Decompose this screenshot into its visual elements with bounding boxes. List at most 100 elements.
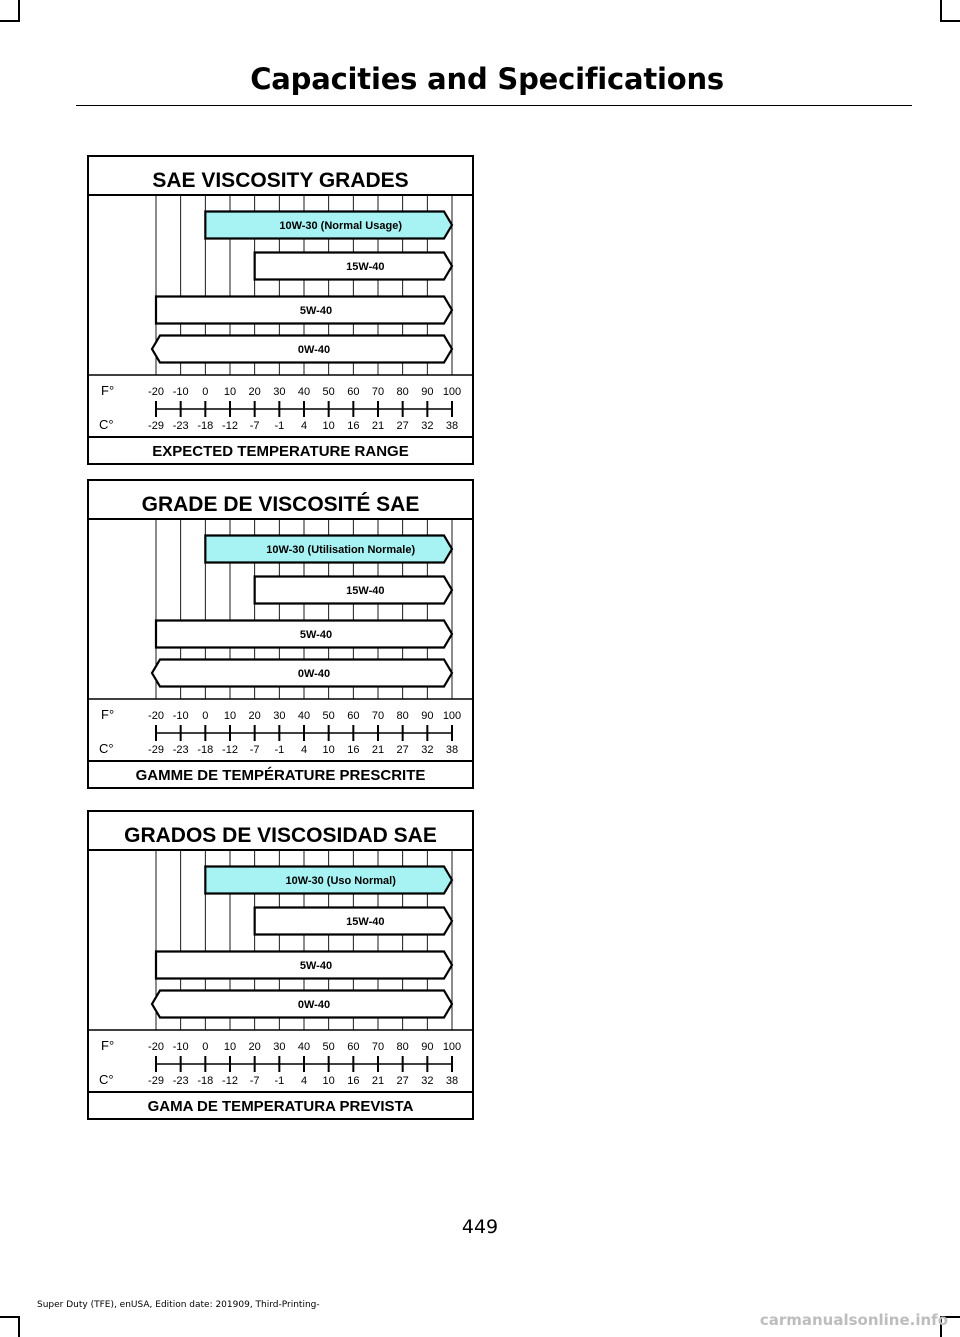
viscosity-bar-label: 0W-40: [298, 344, 330, 356]
fahrenheit-tick-label: -10: [173, 710, 189, 722]
viscosity-chart-svg: SAE VISCOSITY GRADES 10W-30 (Normal Usage…: [89, 169, 472, 460]
fahrenheit-tick-label: 40: [298, 1041, 310, 1053]
celsius-label: C°: [99, 417, 114, 432]
viscosity-bar-label: 15W-40: [346, 585, 384, 597]
fahrenheit-tick-label: 90: [421, 710, 433, 722]
fahrenheit-tick-label: 0: [202, 386, 208, 398]
fahrenheit-tick-label: 30: [273, 386, 285, 398]
celsius-tick-label: 21: [372, 1075, 384, 1087]
fahrenheit-label: F°: [101, 383, 114, 398]
viscosity-bar: [204, 534, 454, 564]
fahrenheit-tick-label: -20: [148, 386, 164, 398]
viscosity-bar: [150, 989, 454, 1019]
fahrenheit-tick-label: 100: [443, 1041, 461, 1053]
celsius-tick-label: 10: [323, 1075, 335, 1087]
celsius-tick-label: 21: [372, 744, 384, 756]
fahrenheit-tick-label: 60: [347, 710, 359, 722]
viscosity-bar-label: 0W-40: [298, 668, 330, 680]
temperature-range-label: GAMA DE TEMPERATURA PREVISTA: [148, 1098, 414, 1115]
celsius-label: C°: [99, 1072, 114, 1087]
celsius-tick-label: -18: [197, 1075, 213, 1087]
celsius-tick-label: -23: [173, 744, 189, 756]
fahrenheit-tick-label: -10: [173, 1041, 189, 1053]
celsius-tick-label: -29: [148, 1075, 164, 1087]
fahrenheit-tick-label: -20: [148, 1041, 164, 1053]
fahrenheit-tick-label: 20: [249, 710, 261, 722]
page-number: 449: [461, 1216, 499, 1238]
fahrenheit-tick-label: 30: [273, 1041, 285, 1053]
chart-title: GRADE DE VISCOSITÉ SAE: [142, 493, 420, 516]
viscosity-bar-label: 5W-40: [300, 629, 332, 641]
celsius-tick-label: 27: [397, 420, 409, 432]
viscosity-chart-french: GRADE DE VISCOSITÉ SAE 10W-30 (Utilisatio…: [87, 479, 474, 789]
viscosity-bar: [154, 950, 454, 980]
temperature-range-label: GAMME DE TEMPÉRATURE PRESCRITE: [136, 767, 426, 784]
celsius-tick-label: 16: [347, 744, 359, 756]
crop-mark: [940, 1316, 942, 1337]
celsius-tick-label: 4: [301, 1075, 307, 1087]
viscosity-bar-label: 10W-30 (Utilisation Normale): [266, 544, 415, 556]
viscosity-bar-label: 10W-30 (Normal Usage): [279, 220, 402, 232]
celsius-tick-label: -18: [197, 744, 213, 756]
celsius-tick-label: 4: [301, 420, 307, 432]
page-title: Capacities and Specifications: [250, 62, 724, 96]
fahrenheit-label: F°: [101, 707, 114, 722]
celsius-tick-label: 38: [446, 1075, 458, 1087]
celsius-tick-label: -23: [173, 1075, 189, 1087]
celsius-tick-label: 27: [397, 744, 409, 756]
celsius-tick-label: 32: [421, 1075, 433, 1087]
fahrenheit-tick-label: 60: [347, 386, 359, 398]
fahrenheit-tick-label: 70: [372, 386, 384, 398]
celsius-tick-label: -29: [148, 420, 164, 432]
fahrenheit-tick-label: 50: [323, 386, 335, 398]
page-header: Capacities and Specifications: [0, 58, 960, 108]
celsius-label: C°: [99, 741, 114, 756]
fahrenheit-tick-label: 70: [372, 1041, 384, 1053]
celsius-tick-label: 38: [446, 744, 458, 756]
fahrenheit-tick-label: 70: [372, 710, 384, 722]
fahrenheit-tick-label: 10: [224, 386, 236, 398]
fahrenheit-tick-label: 90: [421, 1041, 433, 1053]
celsius-tick-label: 38: [446, 420, 458, 432]
celsius-tick-label: 21: [372, 420, 384, 432]
watermark: carmanualsonline.info: [759, 1311, 948, 1329]
celsius-tick-label: -18: [197, 420, 213, 432]
crop-mark: [940, 20, 960, 22]
fahrenheit-tick-label: 100: [443, 710, 461, 722]
celsius-tick-label: 10: [323, 420, 335, 432]
crop-mark: [18, 1316, 20, 1337]
celsius-tick-label: 4: [301, 744, 307, 756]
celsius-tick-label: -29: [148, 744, 164, 756]
viscosity-chart-svg: GRADE DE VISCOSITÉ SAE 10W-30 (Utilisatio…: [89, 493, 472, 784]
celsius-tick-label: 16: [347, 1075, 359, 1087]
viscosity-bar: [253, 906, 454, 936]
viscosity-bar: [253, 575, 454, 605]
celsius-tick-label: -7: [250, 420, 260, 432]
celsius-tick-label: -23: [173, 420, 189, 432]
fahrenheit-tick-label: 90: [421, 386, 433, 398]
celsius-tick-label: 16: [347, 420, 359, 432]
fahrenheit-tick-label: -10: [173, 386, 189, 398]
celsius-tick-label: -1: [274, 420, 284, 432]
viscosity-bar: [150, 658, 454, 688]
celsius-tick-label: -12: [222, 1075, 238, 1087]
viscosity-bar: [204, 865, 454, 895]
header-rule: [76, 105, 912, 106]
crop-mark: [18, 0, 20, 22]
chart-title: SAE VISCOSITY GRADES: [152, 169, 408, 192]
viscosity-bar: [150, 334, 454, 364]
viscosity-bar-label: 10W-30 (Uso Normal): [285, 875, 396, 887]
fahrenheit-label: F°: [101, 1038, 114, 1053]
temperature-range-label: EXPECTED TEMPERATURE RANGE: [152, 443, 408, 460]
fahrenheit-tick-label: 40: [298, 386, 310, 398]
viscosity-chart-english: SAE VISCOSITY GRADES 10W-30 (Normal Usage…: [87, 155, 474, 465]
footer-edition-info: Super Duty (TFE), enUSA, Edition date: 2…: [37, 1300, 320, 1310]
fahrenheit-tick-label: 20: [249, 1041, 261, 1053]
celsius-tick-label: -7: [250, 1075, 260, 1087]
celsius-tick-label: -12: [222, 744, 238, 756]
crop-mark: [940, 1316, 960, 1318]
crop-mark: [940, 0, 942, 22]
fahrenheit-tick-label: 60: [347, 1041, 359, 1053]
